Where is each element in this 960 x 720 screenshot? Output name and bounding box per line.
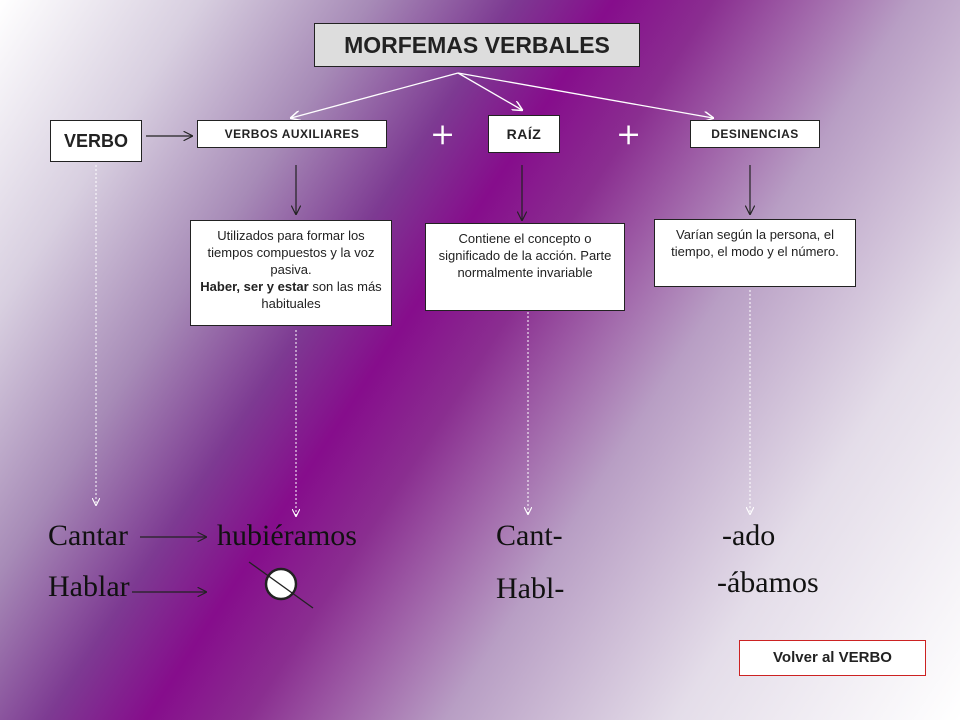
auxiliares-note: Utilizados para formar los tiempos compu… xyxy=(190,220,392,326)
example-auxiliary: hubiéramos xyxy=(217,519,357,552)
desinencias-note: Varían según la persona, el tiempo, el m… xyxy=(654,219,856,287)
desinencias-box: DESINENCIAS xyxy=(690,120,820,148)
empty-set-icon xyxy=(248,561,314,609)
title-branches xyxy=(291,72,713,118)
dotted-arrows xyxy=(96,165,750,516)
verbo-box: VERBO xyxy=(50,120,142,162)
raiz-box: RAÍZ xyxy=(488,115,560,153)
example-root-cant: Cant- xyxy=(496,519,563,552)
plus-sign-2: + xyxy=(616,117,642,152)
example-verb-hablar: Hablar xyxy=(48,570,130,603)
example-ending-ado: -ado xyxy=(722,519,776,552)
auxiliares-note-highlight: Haber, ser y estar son las más habituale… xyxy=(197,278,385,312)
auxiliares-note-rest: son las más habituales xyxy=(261,279,382,311)
auxiliares-box: VERBOS AUXILIARES xyxy=(197,120,387,148)
auxiliares-note-bold: Haber, ser y estar xyxy=(200,279,309,294)
diagram-title: MORFEMAS VERBALES xyxy=(314,23,640,67)
raiz-note: Contiene el concepto o significado de la… xyxy=(425,223,625,311)
plus-sign-1: + xyxy=(430,117,456,152)
example-verb-cantar: Cantar xyxy=(48,519,128,552)
example-root-habl: Habl- xyxy=(496,572,565,605)
down-arrows xyxy=(296,165,750,220)
example-ending-abamos: -ábamos xyxy=(717,566,819,599)
auxiliares-note-text: Utilizados para formar los tiempos compu… xyxy=(207,228,375,277)
back-to-verbo-button[interactable]: Volver al VERBO xyxy=(739,640,926,676)
